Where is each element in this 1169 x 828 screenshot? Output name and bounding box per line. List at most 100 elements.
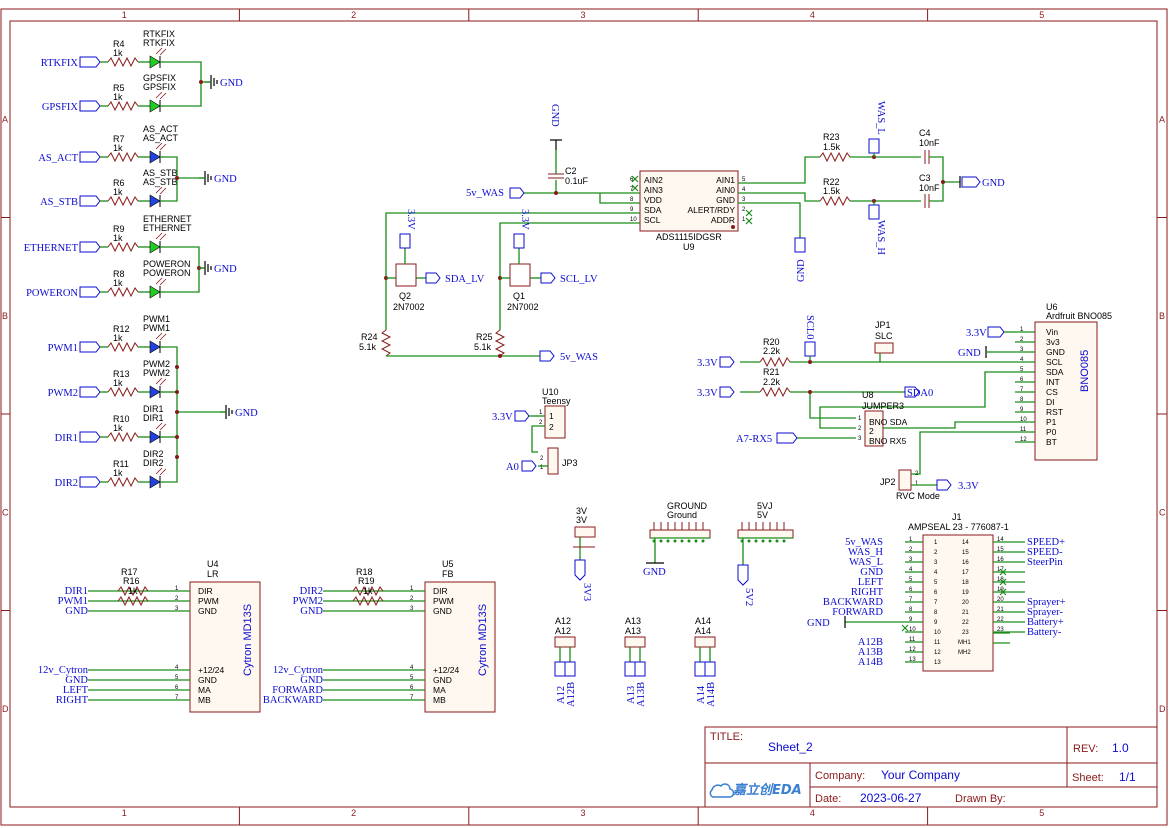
- ads-pin-name: ALERT/RDY: [687, 205, 735, 215]
- svg-text:10: 10: [909, 627, 916, 633]
- ampseal-pin-num: 4: [934, 570, 938, 576]
- frame-col-label: 3: [581, 10, 586, 20]
- ads-pin-num: 7: [630, 187, 634, 193]
- driver-net: DIR2: [300, 586, 323, 597]
- v5-label-b: 5V: [757, 510, 768, 520]
- analog-net: A12B: [566, 682, 577, 707]
- bno-pin-name: 3v3: [1046, 337, 1060, 347]
- sheet-label: Sheet:: [1072, 772, 1104, 784]
- ads-pin-num: 9: [630, 207, 634, 213]
- bno-pin-name: DI: [1046, 397, 1055, 407]
- ampseal-pin-num: 6: [934, 590, 938, 596]
- gnd-label: GND: [235, 408, 258, 419]
- net-port: [79, 286, 101, 298]
- bno-pin-num: 6: [1020, 377, 1024, 383]
- ampseal-gnd: GND: [807, 618, 830, 629]
- r25-ref: R25: [476, 332, 493, 342]
- bno-pin-num: 2: [1020, 337, 1024, 343]
- teensy-part: Teensy: [542, 396, 571, 406]
- bno-pin-name: CS: [1046, 387, 1058, 397]
- analog-net: A14: [696, 685, 707, 704]
- resistor-value: 1k: [113, 333, 123, 343]
- bno-pin-name: SCL: [1046, 357, 1063, 367]
- svg-text:21: 21: [997, 607, 1004, 613]
- frame-row-label: B: [2, 311, 8, 321]
- bno-pin-num: 1: [1020, 327, 1024, 333]
- teensy-ref: U10: [542, 387, 559, 397]
- r21-ref: R21: [763, 367, 780, 377]
- ads-gnd-top: GND: [549, 104, 560, 127]
- led-diode: [149, 285, 161, 299]
- driver-pin-num: 1: [175, 586, 179, 592]
- driver-pin-num: 5: [175, 675, 179, 681]
- r20-3v3: 3.3V: [697, 358, 718, 369]
- bno-gnd: GND: [958, 348, 981, 359]
- ads-pin-num: 1: [742, 217, 746, 223]
- ampseal-pin-num: 10: [934, 630, 941, 636]
- frame-col-label: 5: [1039, 808, 1044, 818]
- led-ref: AS_ACT: [143, 124, 179, 134]
- q2-3v3: 3.3V: [405, 209, 416, 230]
- frame-row-label: A: [1159, 114, 1165, 124]
- led-ref: PWM2: [143, 359, 170, 369]
- teensy-3v3: 3.3V: [492, 412, 513, 423]
- resistor-symbol: [107, 195, 139, 207]
- frame-row-label: D: [2, 704, 9, 714]
- driver-net: GND: [65, 606, 88, 617]
- led-diode: [149, 150, 161, 164]
- bno-pin-name: Vin: [1046, 327, 1058, 337]
- frame-row-label: A: [2, 114, 8, 124]
- ground-symbol: GND: [205, 75, 243, 89]
- led-value: POWERON: [143, 268, 191, 278]
- resistor-ref: R11: [113, 459, 129, 469]
- led-net-label: AS_STB: [40, 197, 78, 208]
- net-a7-rx5: A7-RX5: [736, 434, 772, 445]
- frame-row-label: B: [1159, 311, 1165, 321]
- analog-net: A13: [626, 686, 637, 704]
- analog-net: A12: [556, 686, 567, 704]
- led-value: PWM1: [143, 323, 170, 333]
- driver-net: FORWARD: [272, 685, 323, 696]
- ads-pin-name: ADDR: [711, 215, 735, 225]
- ampseal-left-net: 5v_WAS: [845, 537, 883, 548]
- title-block: TITLE: Sheet_2 REV: 1.0 Company: Your Co…: [704, 726, 1158, 808]
- resistor-symbol: [107, 286, 139, 298]
- ampseal-left-net: LEFT: [858, 577, 884, 588]
- ampseal-pin-num: 7: [934, 600, 938, 606]
- jp1-label: SLC: [875, 331, 893, 341]
- svg-text:13: 13: [909, 657, 916, 663]
- ads-pin-num: 2: [742, 207, 746, 213]
- led-value: AS_ACT: [143, 133, 179, 143]
- resistor-symbol: [107, 341, 139, 353]
- led-diode: [149, 240, 161, 254]
- driver-ref: U4: [207, 559, 219, 569]
- r25-value: 5.1k: [474, 342, 492, 352]
- ampseal-left-net: A14B: [858, 657, 883, 668]
- analog-net: A13B: [636, 682, 647, 707]
- driver-pin-name: MA: [433, 685, 446, 695]
- net-sda0: SDA0: [907, 388, 933, 399]
- ampseal-pin-num: 12: [934, 650, 941, 656]
- ads-pin-num: 5: [742, 177, 746, 183]
- driver-pin-name: GND: [433, 606, 452, 616]
- c3-value: 10nF: [919, 183, 940, 193]
- r24-value: 5.1k: [359, 342, 377, 352]
- led-value: DIR2: [143, 458, 164, 468]
- v3-net: 3V3: [581, 583, 592, 601]
- r23-value: 1.5k: [823, 142, 841, 152]
- ampseal-pin-num: 18: [962, 580, 969, 586]
- ampseal-part: AMPSEAL 23 - 776087-1: [908, 522, 1009, 532]
- resistor-value: 1k: [113, 92, 123, 102]
- led-net-label: POWERON: [26, 288, 78, 299]
- svg-text:1: 1: [858, 416, 862, 422]
- driver-net: GND: [65, 675, 88, 686]
- svg-text:2: 2: [869, 426, 874, 436]
